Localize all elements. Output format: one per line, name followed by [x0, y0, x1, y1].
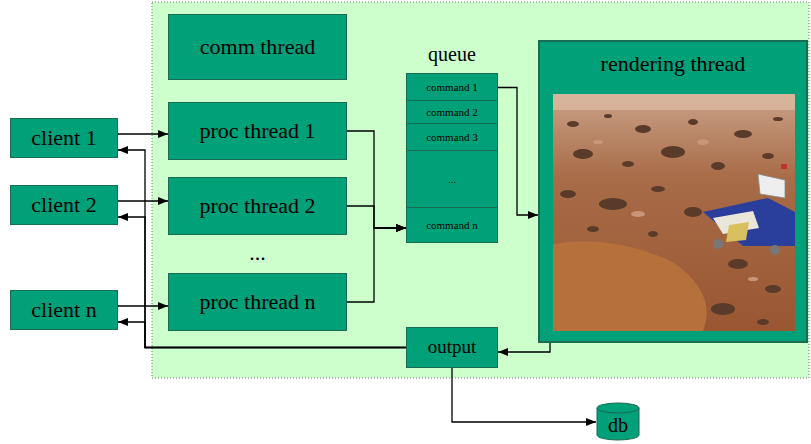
box-label: client n [31, 298, 96, 322]
box-label: proc thread 2 [199, 194, 315, 218]
box-label: comm thread [200, 35, 315, 59]
box-label: command n [426, 219, 478, 231]
rendering-box: rendering thread [538, 40, 808, 343]
queue-heading: queue [397, 43, 507, 65]
thread-box: proc thread 2 [168, 177, 347, 235]
connector-arrow [498, 343, 550, 352]
client-box: client 2 [10, 185, 118, 225]
thread-box: proc thread 1 [168, 102, 347, 160]
box-label: client 1 [31, 126, 96, 150]
box-label: ... [448, 173, 456, 185]
queue-cell: command 1 [407, 74, 497, 101]
box-label: db [608, 414, 628, 436]
queue-cell: ... [407, 151, 497, 208]
box-label: proc thread 1 [199, 119, 315, 143]
ellipsis-label: ... [168, 240, 347, 266]
box-label: client 2 [31, 193, 96, 217]
connector-arrow [118, 200, 168, 201]
box-label: command 1 [426, 81, 478, 93]
thread-box: proc thread n [168, 273, 347, 331]
connector-arrow [347, 206, 406, 228]
queue-cell: command n [407, 208, 497, 242]
server-region [152, 2, 809, 378]
client-box: client 1 [10, 118, 118, 158]
box-label: proc thread n [199, 290, 315, 314]
queue-box: queuecommand 1command 2command 3...comma… [406, 73, 498, 243]
connector-arrow [347, 228, 406, 302]
box-label: rendering thread [601, 52, 746, 76]
box-label: command 3 [426, 131, 478, 143]
database-node: db [596, 402, 640, 442]
box-label: command 2 [426, 106, 478, 118]
connector-arrow [452, 368, 596, 422]
connector-arrow [347, 131, 406, 228]
connector-arrow [118, 305, 168, 306]
output-box: output [406, 327, 498, 368]
box-label: output [428, 337, 477, 358]
thread-box: comm thread [168, 14, 347, 80]
connector-arrow [118, 133, 168, 134]
client-box: client n [10, 290, 118, 330]
mars-surface-illustration [553, 94, 795, 331]
connector-arrow [497, 88, 538, 216]
queue-cell: command 3 [407, 124, 497, 151]
connector-arrow [118, 217, 406, 348]
connector-arrow [118, 150, 406, 348]
queue-cell: command 2 [407, 101, 497, 124]
